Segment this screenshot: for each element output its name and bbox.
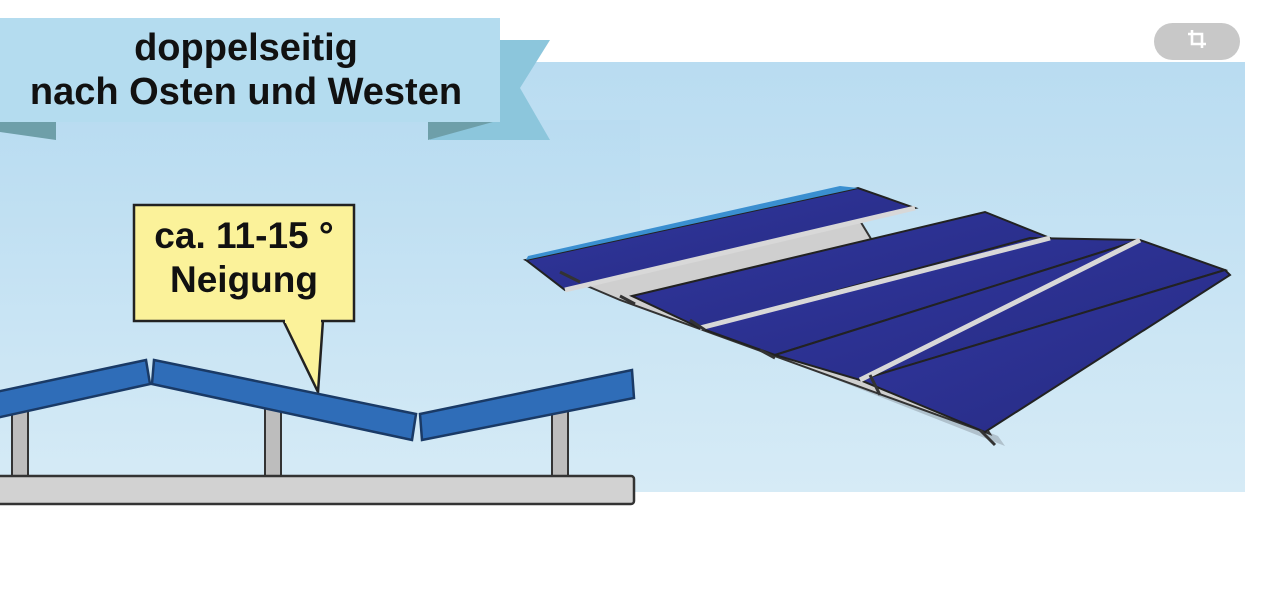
side-view-mount [0, 358, 636, 506]
banner-line-1: doppelseitig [134, 27, 358, 69]
callout-line-2: Neigung [170, 259, 318, 300]
banner-title: doppelseitig nach Osten und Westen [0, 26, 492, 114]
solar-array-3d [522, 186, 1232, 447]
callout-text: ca. 11-15 ° Neigung [135, 214, 353, 302]
tilt-callout [132, 203, 356, 397]
title-banner [0, 18, 550, 140]
crop-button[interactable] [1154, 23, 1240, 60]
callout-line-1: ca. 11-15 ° [154, 215, 334, 256]
crop-icon [1186, 28, 1208, 55]
banner-line-2: nach Osten und Westen [29, 71, 463, 113]
